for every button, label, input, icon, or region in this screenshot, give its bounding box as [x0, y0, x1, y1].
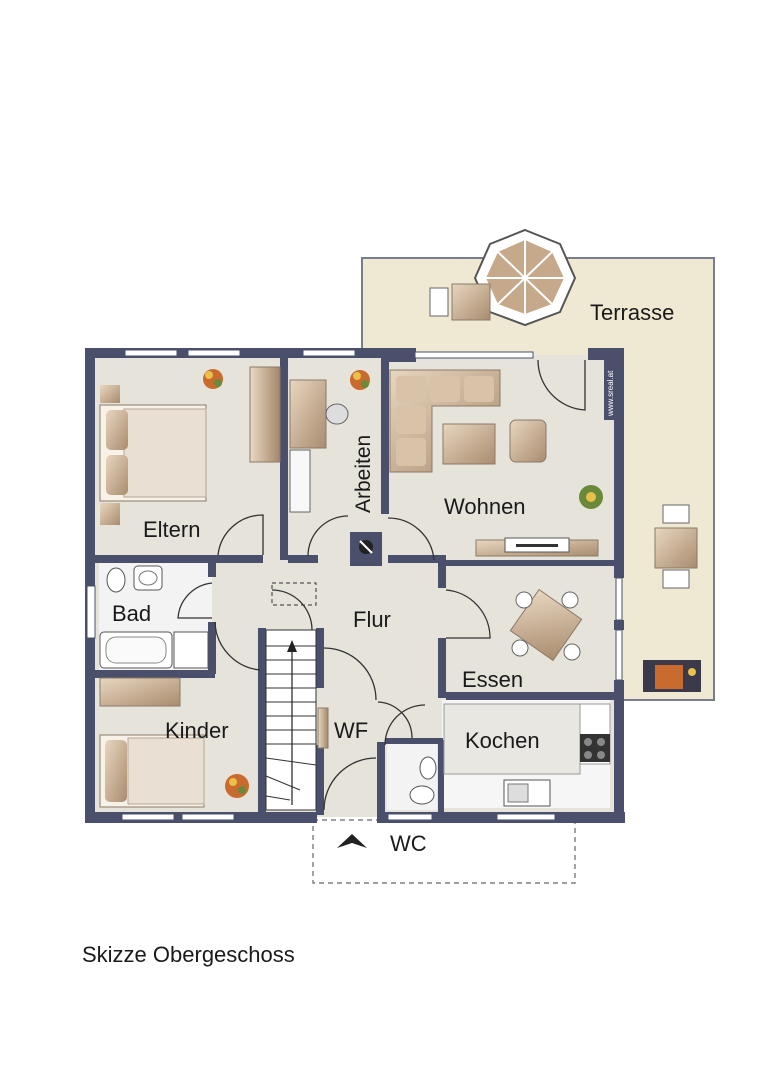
room-label-terrasse: Terrasse [590, 300, 674, 325]
lounge-chair [429, 287, 449, 317]
shelf [289, 449, 311, 513]
parasol-icon [473, 228, 577, 327]
lounge-table [451, 283, 491, 321]
kitchen-sink-icon [503, 779, 551, 807]
room-label-wf: WF [334, 718, 368, 743]
bathtub-icon [99, 631, 173, 669]
plant-icon [225, 774, 249, 798]
cooktop-icon [580, 734, 610, 762]
room-label-bad: Bad [112, 601, 151, 626]
single-bed [99, 734, 205, 808]
watermark: www.sreal.at [606, 370, 615, 417]
terrace-chair [662, 504, 690, 524]
desk [289, 379, 327, 449]
room-label-kochen: Kochen [465, 728, 540, 753]
windows [86, 349, 623, 821]
room-label-wohnen: Wohnen [444, 494, 526, 519]
plan-caption: Skizze Obergeschoss [82, 942, 295, 967]
terrace-table [654, 527, 698, 569]
grill-icon [643, 660, 701, 692]
entrance-canopy-outline [312, 819, 576, 884]
wardrobe [249, 366, 281, 463]
door-swings [177, 359, 586, 811]
room-label-eltern: Eltern [143, 517, 200, 542]
plant-icon [203, 369, 223, 389]
corner-sofa [389, 369, 501, 473]
armchair [509, 419, 547, 463]
plant-icon [579, 485, 603, 509]
entrance-arrow-icon [337, 834, 367, 848]
utility-unit [317, 707, 329, 749]
sink-icon [133, 565, 163, 591]
plant-icon [350, 370, 370, 390]
coffee-table [442, 423, 496, 465]
staircase [265, 582, 317, 811]
room-label-essen: Essen [462, 667, 523, 692]
wc-sink-icon [419, 756, 437, 780]
room-label-flur: Flur [353, 607, 391, 632]
watermark-strip [604, 358, 616, 420]
room-label-arbeiten: Arbeiten [352, 435, 375, 513]
dresser [99, 677, 181, 707]
room-label-wc: WC [390, 831, 427, 856]
toilet-icon [106, 567, 126, 593]
room-label-kinder: Kinder [165, 718, 229, 743]
kitchen-counter [443, 703, 581, 775]
shower-tray [173, 631, 209, 669]
double-bed [99, 385, 207, 525]
terrace-chair [662, 569, 690, 589]
dining-set [509, 588, 583, 662]
wc-toilet-icon [409, 785, 435, 805]
office-chair-icon [325, 403, 349, 425]
